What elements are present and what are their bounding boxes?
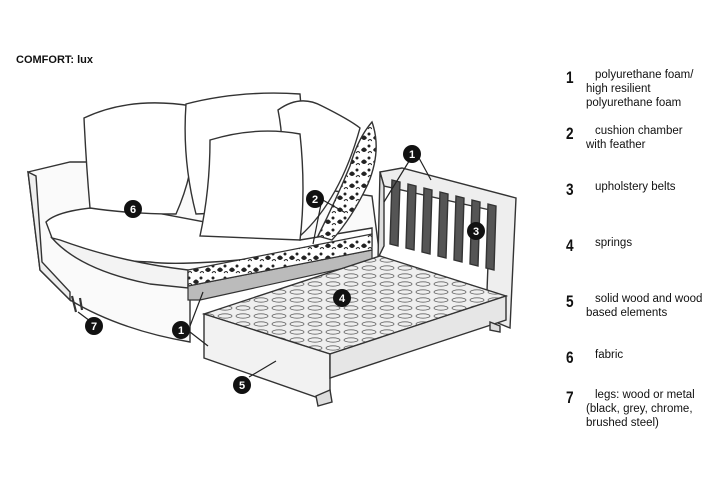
- legend-number: 5: [566, 292, 574, 311]
- callout-5: 5: [233, 376, 251, 394]
- legend-number: 3: [566, 180, 574, 199]
- legend-number: 6: [566, 348, 574, 367]
- armrest-cushion: [316, 120, 377, 241]
- diagram-title: COMFORT: lux: [16, 54, 93, 66]
- legend-number: 7: [566, 388, 574, 407]
- legend: 1 polyurethane foam/ high resilient poly…: [566, 0, 703, 497]
- callout-4: 4: [333, 289, 351, 307]
- callout-3: 3: [467, 222, 485, 240]
- callout-6: 6: [124, 200, 142, 218]
- legend-text: solid wood and wood based elements: [586, 293, 703, 319]
- legend-number: 1: [566, 68, 574, 87]
- svg-text:5: 5: [239, 380, 245, 392]
- legend-number: 2: [566, 124, 574, 143]
- legend-text: legs: wood or metal (black, grey, chrome…: [586, 389, 695, 429]
- callout-7: 7: [85, 317, 103, 335]
- svg-text:7: 7: [91, 321, 97, 333]
- bed-frame: [201, 255, 509, 407]
- svg-text:2: 2: [312, 194, 318, 206]
- legend-text: springs: [595, 237, 633, 249]
- legend-text: fabric: [595, 349, 624, 361]
- svg-text:1: 1: [178, 325, 184, 337]
- svg-text:4: 4: [339, 293, 346, 305]
- svg-text:1: 1: [409, 149, 415, 161]
- backrest-frame: [377, 167, 517, 330]
- callout-1-top: 1: [403, 145, 421, 163]
- fabric-strip: [187, 233, 373, 287]
- leader-lines: [77, 157, 432, 378]
- sofa-bed-diagram: 1 2 3 4 1 5 6 7: [27, 92, 517, 407]
- legend-text: upholstery belts: [595, 181, 676, 193]
- svg-text:6: 6: [130, 204, 136, 216]
- legend-text: cushion chamber with feather: [586, 125, 683, 151]
- legend-text: polyurethane foam/ high resilient polyur…: [586, 69, 694, 109]
- legend-number: 4: [566, 236, 574, 255]
- callout-1-bottom: 1: [172, 321, 190, 339]
- svg-text:3: 3: [473, 226, 479, 238]
- callout-2: 2: [306, 190, 324, 208]
- back-pillows: [83, 92, 361, 241]
